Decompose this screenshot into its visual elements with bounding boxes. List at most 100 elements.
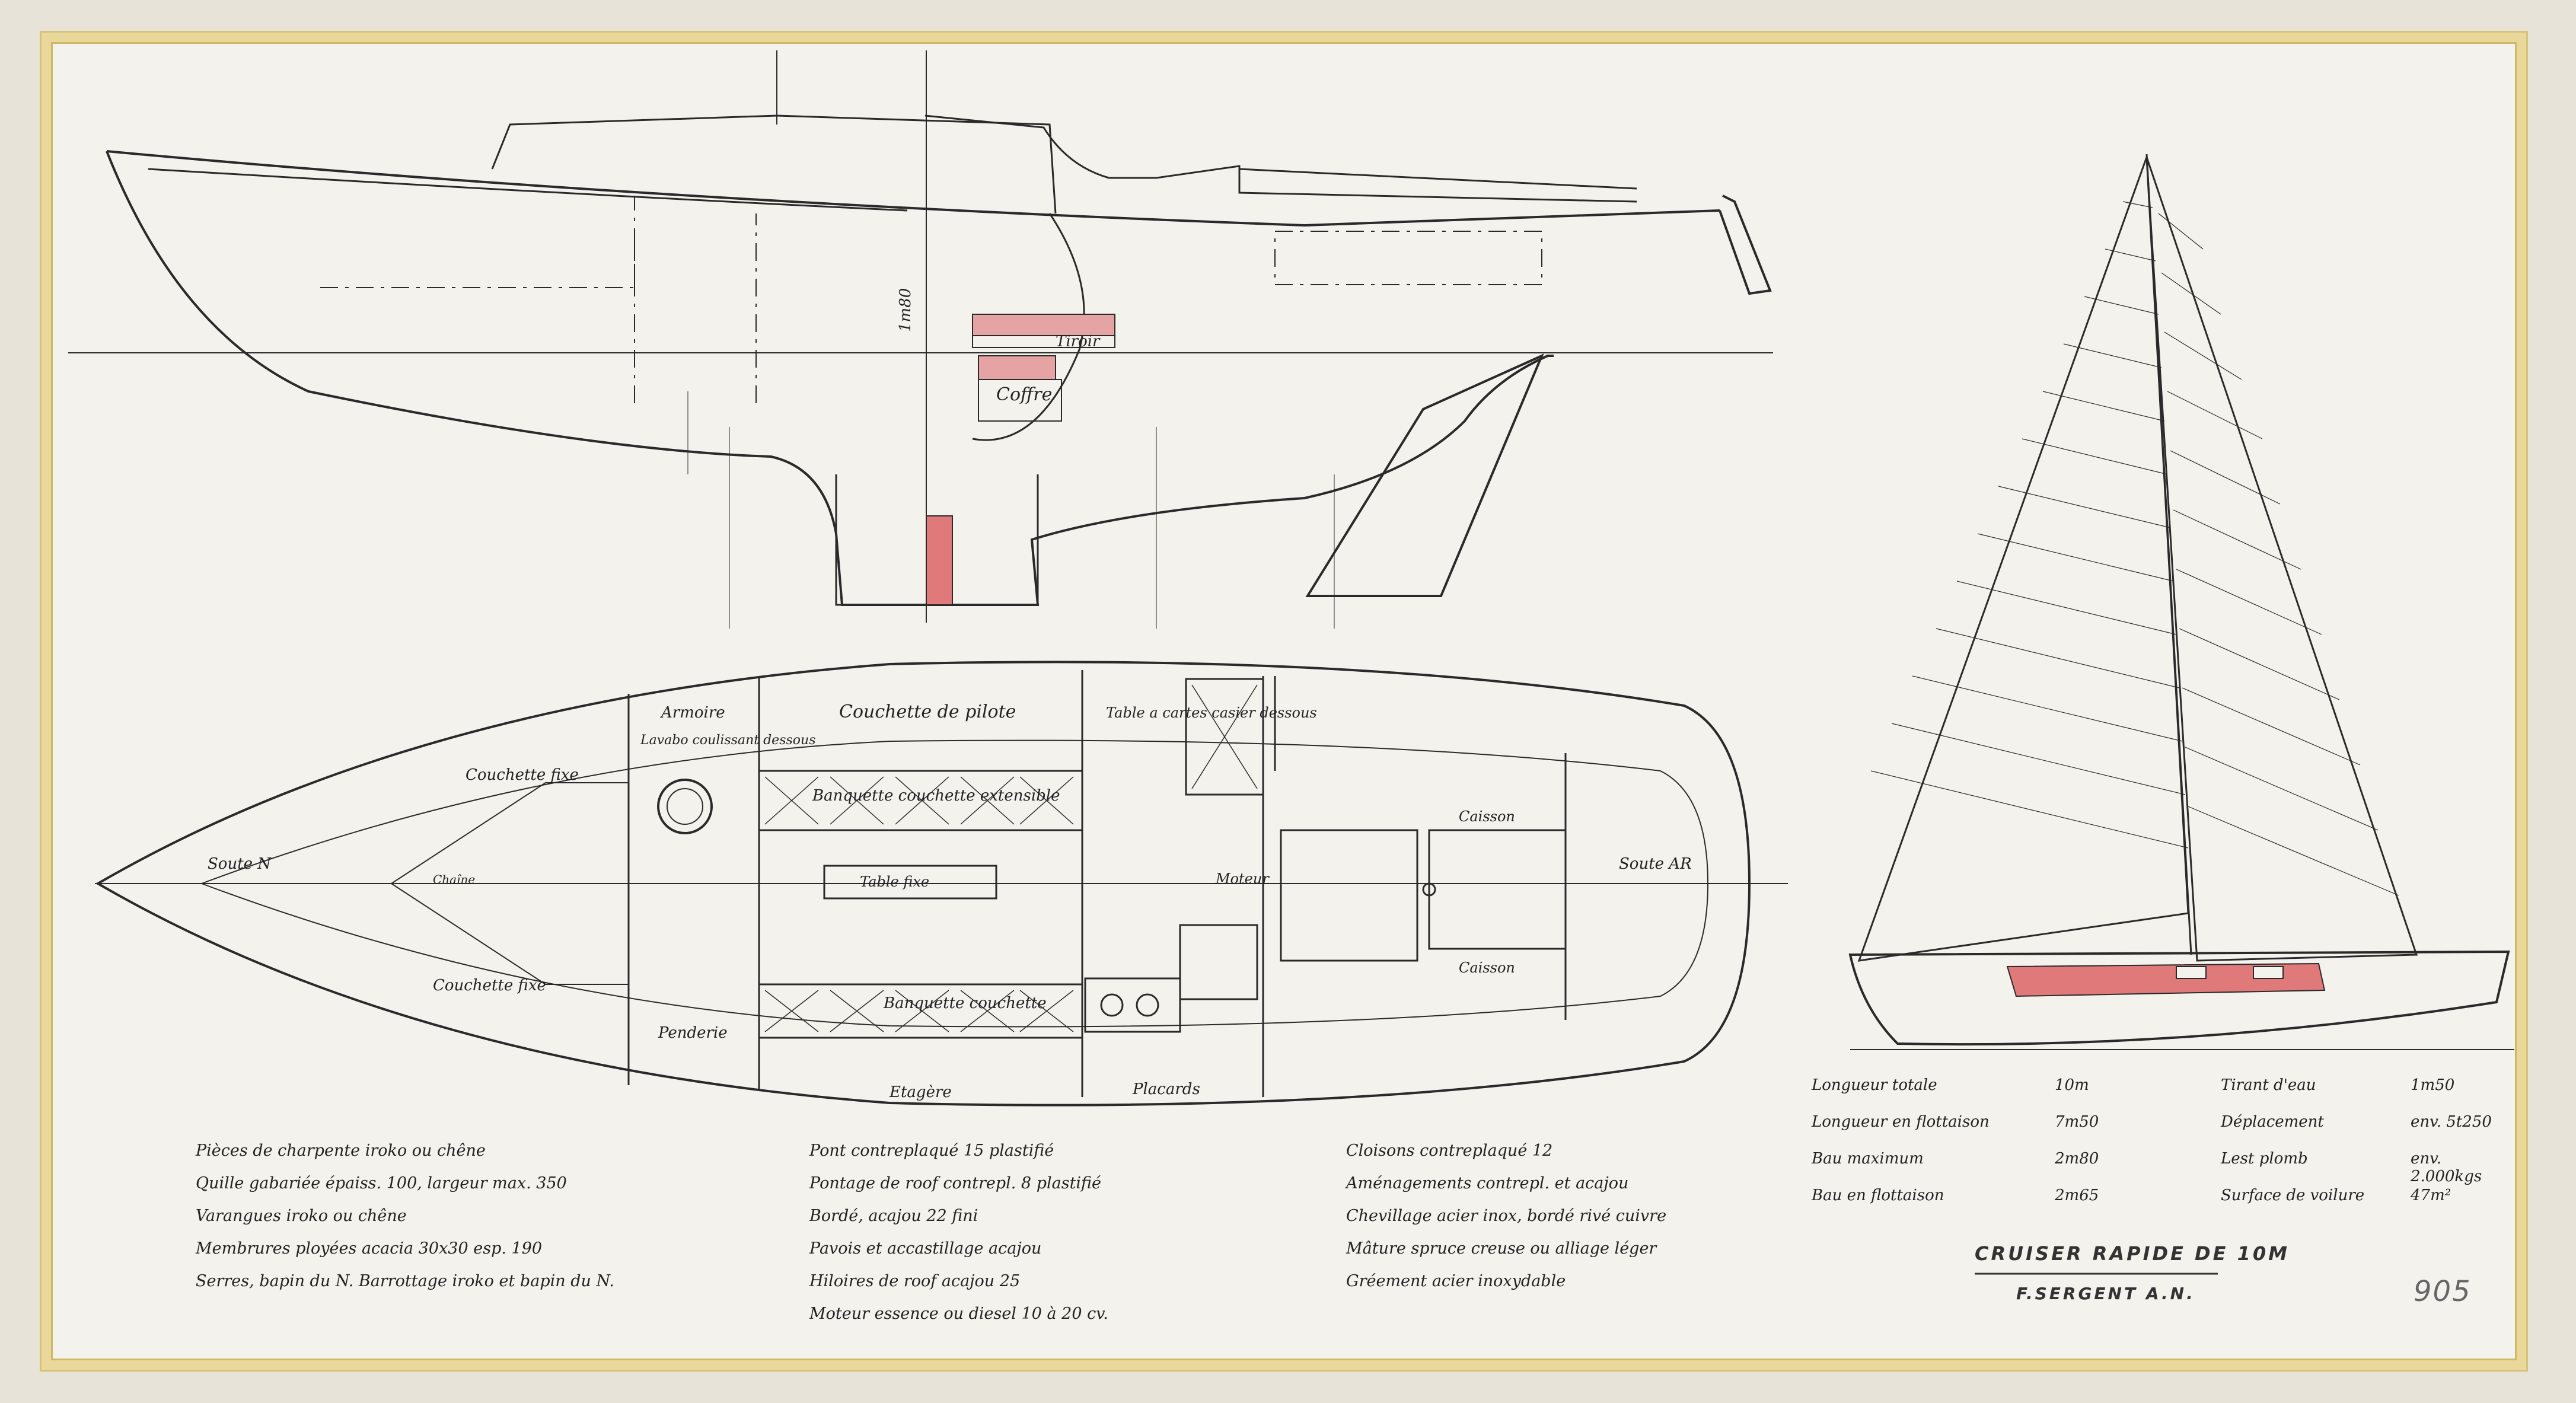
bulkheads [627,670,1567,1097]
sail-panels [1870,201,2399,896]
porthole-2 [2253,966,2284,979]
label-lavabo: Lavabo coulissant dessous [640,733,816,748]
note-col1: Pièces de charpente iroko ou chêne Quill… [196,1141,614,1305]
genoa [1857,157,2189,962]
label-caisson-top: Caisson [1459,808,1515,825]
step-lower [978,355,1056,380]
label-penderie: Penderie [658,1024,728,1042]
step-upper [972,314,1115,336]
hull-outline [106,151,1554,606]
spec-label: Longueur en flottaison [1812,1113,1990,1131]
spec-value: 7m50 [2055,1113,2099,1131]
label-height: 1m80 [897,288,914,332]
spec-row: Déplacement env. 5t250 [2221,1113,2517,1150]
deck-plan: Armoire Lavabo coulissant dessous Couche… [95,661,1788,1107]
cross-hatch-box [1185,678,1264,796]
spec-row: Bau maximum 2m80 [1812,1150,2144,1187]
deckhouse-red [2006,962,2326,997]
note: Bordé, acajou 22 fini [809,1207,978,1225]
spec-value: 2m65 [2055,1187,2099,1204]
spec-label: Déplacement [2221,1113,2324,1131]
note: Pavois et accastillage acajou [809,1239,1042,1258]
tiroir-box [972,335,1115,348]
spec-label: Lest plomb [2221,1150,2308,1168]
rudder [1305,353,1544,597]
note: Pont contreplaqué 15 plastifié [809,1141,1054,1160]
drawing-author: F.SERGENT A.N. [2016,1284,2195,1303]
note: Moteur essence ou diesel 10 à 20 cv. [809,1305,1108,1323]
mast-step-red [926,515,953,605]
stove-box [1084,977,1181,1033]
note-col2: Pont contreplaqué 15 plastifié Pontage d… [809,1141,1108,1337]
note: Pontage de roof contrepl. 8 plastifié [809,1174,1102,1192]
cross-hatch-pattern [764,684,1258,1032]
label-soute-n: Soute N [208,855,272,873]
spec-label: Surface de voilure [2221,1187,2365,1204]
spec-value: 1m50 [2411,1076,2455,1094]
companionway [972,213,1085,441]
spec-label: Bau maximum [1812,1150,1924,1168]
label-armoire: Armoire [660,704,725,722]
sail-plan-hull [1848,950,2510,1046]
note: Serres, bapin du N. Barrottage iroko et … [196,1272,614,1290]
stove-burner-1 [1100,993,1124,1017]
doghouse [924,114,1637,203]
caisson-box [1428,829,1567,950]
label-banquette-bottom: Banquette couchette [883,994,1047,1012]
side-profile: Tiroir Coffre 1m80 [68,50,1773,629]
spec-label: Tirant d'eau [2221,1076,2316,1094]
note: Aménagements contrepl. et acajou [1346,1174,1629,1192]
sheet-number: 905 [2414,1275,2472,1308]
label-couchette-fixe-top: Couchette fixe [466,766,579,784]
spec-label: Bau en flottaison [1812,1187,1944,1204]
spec-label: Longueur totale [1812,1076,1937,1094]
label-tiroir: Tiroir [1056,333,1101,350]
label-coffre: Coffre [996,384,1052,405]
porthole [2176,966,2207,979]
sink-inner [667,788,703,825]
specs-left: Longueur totale 10m Longueur en flottaiso… [1812,1076,2144,1223]
label-placards: Placards [1132,1080,1200,1098]
label-chaine: Chaîne [433,872,475,887]
spec-value: 2m80 [2055,1150,2099,1168]
spec-value: 10m [2055,1076,2089,1094]
plan-hull-outline [95,661,1751,1107]
v-berth [391,782,629,985]
mainsail [2145,157,2418,962]
spec-row: Surface de voilure 47m² [2221,1187,2517,1223]
label-banquette-top: Banquette couchette extensible [812,787,1060,805]
spec-value: 47m² [2411,1187,2451,1204]
spec-value: env. 5t250 [2411,1113,2492,1131]
note: Cloisons contreplaqué 12 [1346,1141,1553,1160]
banquette-top-box [758,770,1083,831]
label-table-fixe: Table fixe [860,873,929,890]
note: Gréement acier inoxydable [1346,1272,1566,1290]
label-etagere: Etagère [889,1083,952,1101]
label-soute-ar: Soute AR [1619,855,1692,873]
label-table-cartes: Table a cartes casier dessous [1106,704,1317,721]
note: Chevillage acier inox, bordé rivé cuivre [1346,1207,1667,1225]
note: Membrures ployées acacia 30x30 esp. 190 [196,1239,543,1258]
table-fixe-box [823,865,997,900]
plan-deck-inner [200,739,1709,1028]
interior-dashed [320,196,1542,403]
specs-right: Tirant d'eau 1m50 Déplacement env. 5t250 L… [2221,1076,2517,1223]
note: Quille gabariée épaiss. 100, largeur max… [196,1174,567,1192]
note: Hiloires de roof acajou 25 [809,1272,1021,1290]
deck-line [148,168,908,212]
frame-lines [687,391,1335,629]
spec-row: Longueur en flottaison 7m50 [1812,1113,2144,1150]
note: Varangues iroko ou chêne [196,1207,407,1225]
hatch [1239,168,1637,190]
sink-basin [657,779,713,834]
label-caisson-bottom: Caisson [1459,959,1515,976]
locker-box [1179,924,1258,1000]
stove-burner-2 [1136,993,1159,1017]
label-moteur: Moteur [1215,871,1270,887]
spec-row: Tirant d'eau 1m50 [2221,1076,2517,1113]
note: Pièces de charpente iroko ou chêne [196,1141,486,1160]
mast-partner [1422,882,1436,897]
